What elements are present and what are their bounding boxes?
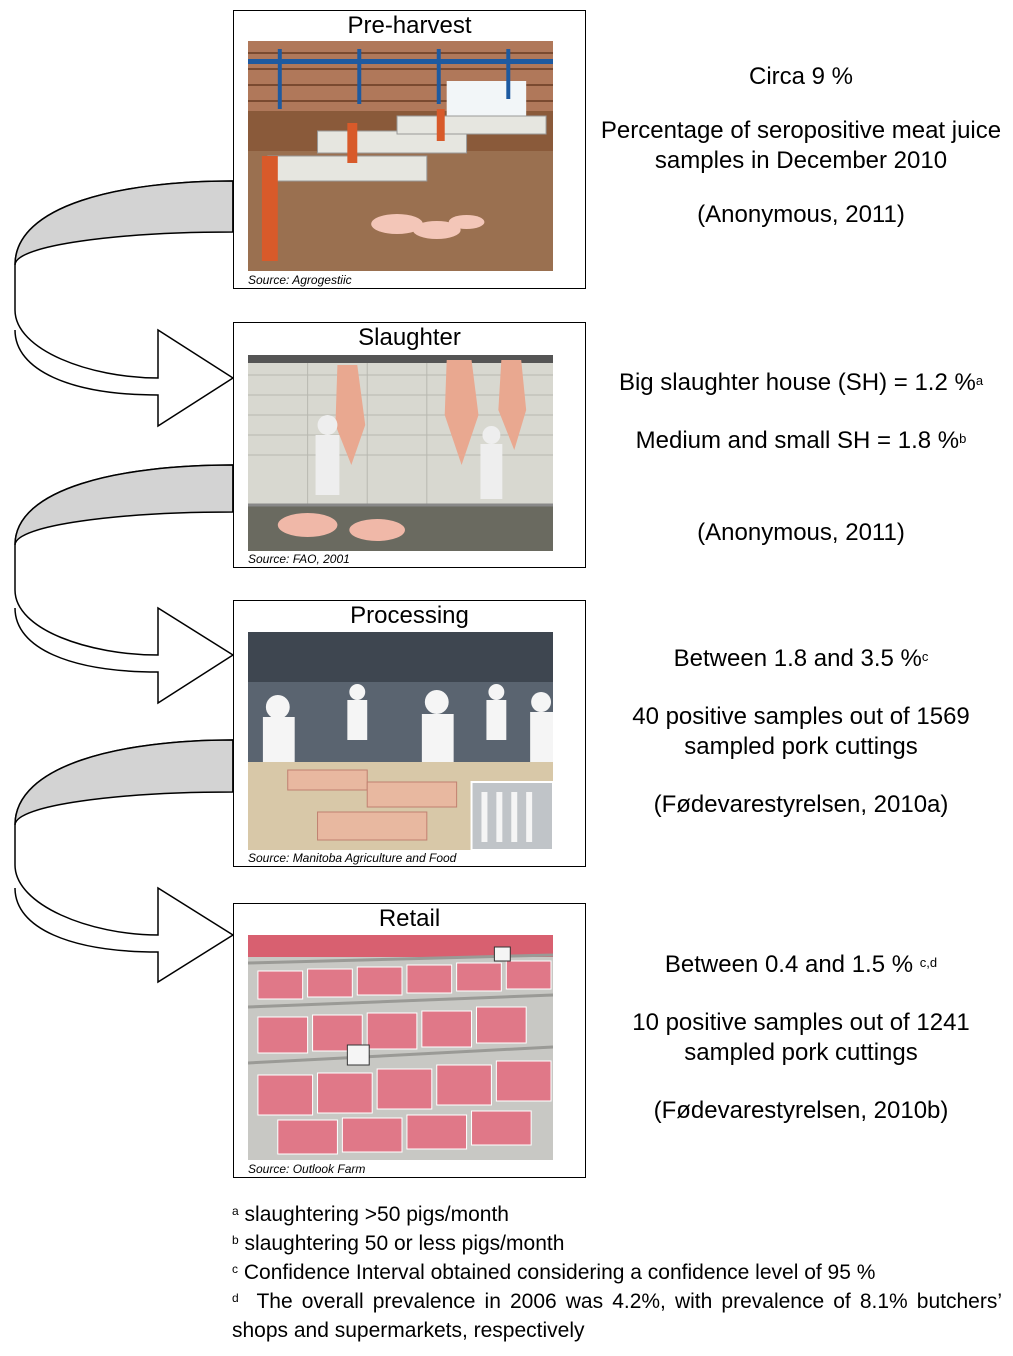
info-line: (Fødevarestyrelsen, 2010b) — [653, 1097, 949, 1124]
info-line: Between 0.4 and 1.5 % c,d — [664, 951, 938, 978]
processing-photo — [248, 632, 553, 850]
info-line: (Fødevarestyrelsen, 2010a) — [653, 791, 949, 818]
stage-preharvest-box: Pre-harvest — [233, 10, 586, 289]
arrow-processing-to-retail — [14, 739, 233, 984]
stage-retail-box: Retail So — [233, 903, 586, 1178]
slaughter-photo — [248, 355, 553, 551]
info-line: Percentage of seropositive meat juice sa… — [600, 117, 1002, 174]
photo-source: Source: FAO, 2001 — [248, 552, 350, 566]
info-retail: Between 0.4 and 1.5 % c,d 10 positive sa… — [596, 950, 1006, 1126]
info-slaughter: Big slaughter house (SH) = 1.2 %a Medium… — [596, 368, 1006, 548]
info-line: Circa 9 % — [748, 63, 854, 90]
footnotes: a slaughtering >50 pigs/month b slaughte… — [232, 1200, 1002, 1345]
arrow-slaughter-to-processing — [14, 464, 233, 705]
stage-title: Slaughter — [358, 324, 461, 351]
flow-arrows — [14, 180, 233, 984]
info-line: (Anonymous, 2011) — [697, 519, 905, 546]
footnote-c: c Confidence Interval obtained consideri… — [232, 1261, 876, 1284]
info-line: 10 positive samples out of 1241 sampled … — [632, 1009, 970, 1066]
stage-slaughter-box: Slaughter — [233, 322, 586, 568]
footnote-d: d The overall prevalence in 2006 was 4.2… — [232, 1290, 1002, 1342]
retail-photo — [248, 935, 553, 1160]
pig-pen-photo — [248, 41, 553, 271]
info-preharvest: Circa 9 % Percentage of seropositive mea… — [596, 62, 1006, 230]
photo-source: Source: Agrogestiic — [248, 273, 352, 287]
info-line: (Anonymous, 2011) — [697, 201, 905, 228]
arrow-preharvest-to-slaughter — [14, 180, 233, 428]
info-line: 40 positive samples out of 1569 sampled … — [632, 703, 970, 760]
stage-title: Pre-harvest — [347, 12, 472, 39]
stage-title: Processing — [350, 602, 469, 629]
photo-source: Source: Manitoba Agriculture and Food — [248, 851, 457, 865]
stage-title: Retail — [378, 905, 441, 932]
info-line: Between 1.8 and 3.5 %c — [673, 645, 929, 672]
info-processing: Between 1.8 and 3.5 %c 40 positive sampl… — [596, 644, 1006, 820]
footnote-b: b slaughtering 50 or less pigs/month — [232, 1232, 565, 1255]
info-line: Medium and small SH = 1.8 %b — [635, 427, 967, 454]
footnote-a: a slaughtering >50 pigs/month — [232, 1203, 509, 1226]
info-line: Big slaughter house (SH) = 1.2 %a — [618, 369, 984, 396]
photo-source: Source: Outlook Farm — [248, 1162, 366, 1176]
stage-processing-box: Processing Source: Man — [233, 600, 586, 867]
